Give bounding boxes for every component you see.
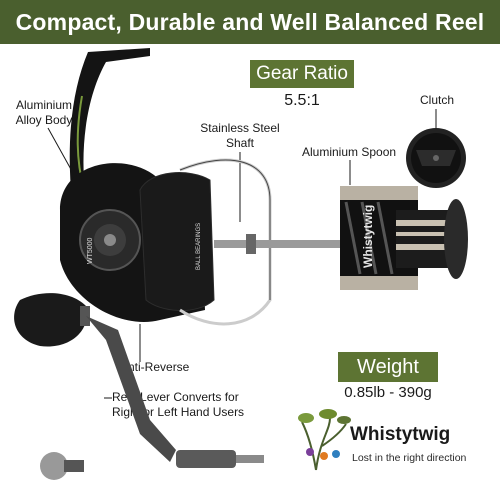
gear-ratio-value: 5.5:1: [284, 92, 320, 109]
reel-rotor: [139, 172, 215, 312]
main-shaft: [214, 240, 342, 248]
callout-anti-reverse: Anti-Reverse: [120, 360, 190, 374]
weight-value: 0.85lb - 390g: [344, 384, 432, 401]
spool-brand-mark: Whistytwig: [361, 205, 375, 268]
weight-box: Weight: [338, 352, 438, 382]
reel-bearings-mark: BALL BEARINGS: [196, 223, 202, 270]
gear-ratio-label: Gear Ratio: [256, 63, 348, 84]
clutch-disc: [406, 128, 466, 188]
gear-ratio-box: Gear Ratio: [250, 60, 354, 88]
reel-model-mark: WT5000: [87, 237, 94, 264]
callout-body: Aluminium Alloy Body: [15, 98, 73, 127]
brand-tagline: Lost in the right direction: [352, 452, 467, 464]
reel-stem: [69, 48, 150, 202]
weight-label: Weight: [357, 355, 419, 378]
title-banner: Compact, Durable and Well Balanced Reel: [0, 0, 500, 44]
brand-name: Whistytwig: [350, 424, 451, 445]
reel-handle: [14, 293, 264, 480]
spool: Whistytwig: [340, 186, 468, 290]
callout-spoon: Aluminium Spoon: [302, 145, 397, 159]
banner-title: Compact, Durable and Well Balanced Reel: [15, 8, 485, 35]
brand-logo-icon: [298, 409, 351, 471]
callout-shaft: Stainless Steel Shaft: [200, 121, 280, 150]
callout-clutch: Clutch: [420, 93, 455, 107]
